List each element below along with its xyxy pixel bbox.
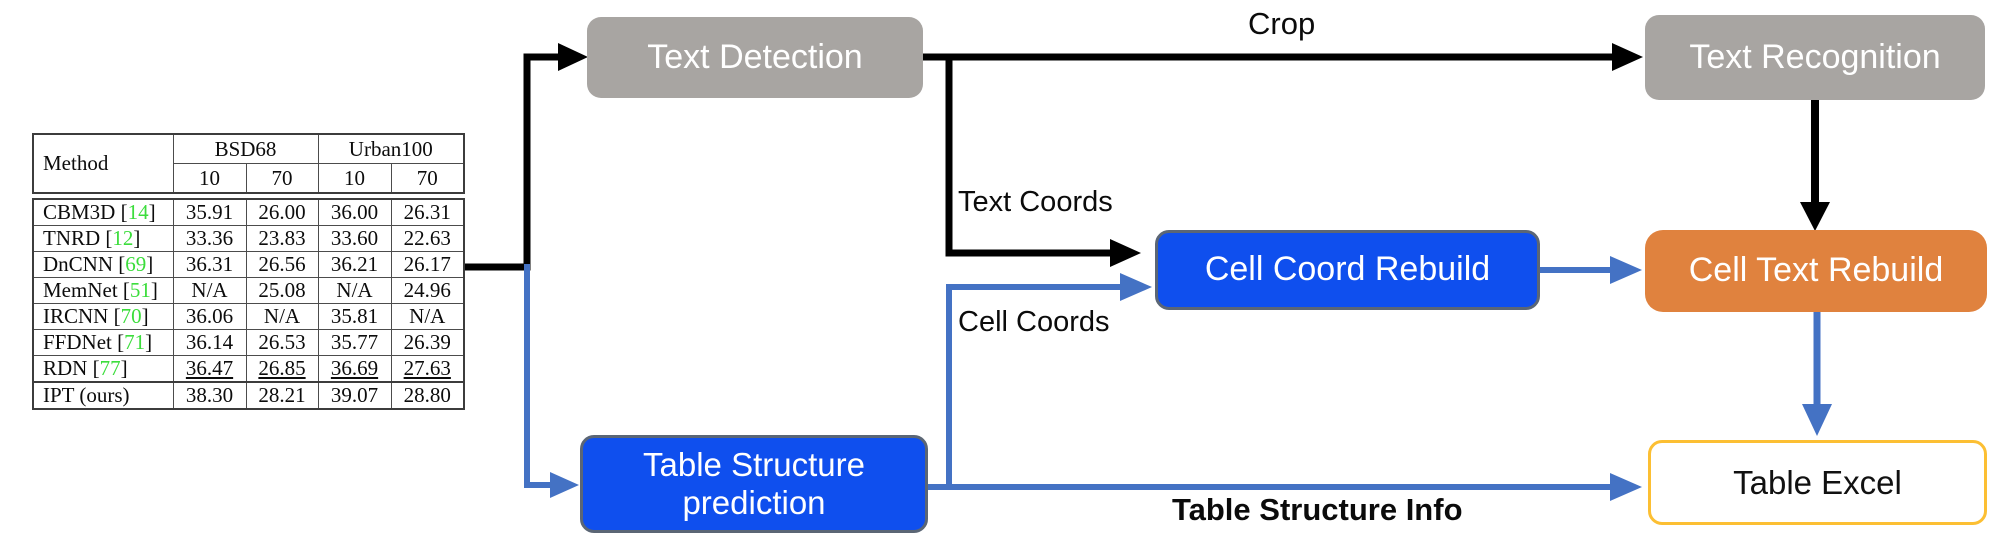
col-subheader: 70 (245, 163, 319, 194)
text-coords-edge-label: Text Coords (958, 186, 1113, 218)
text-detection-node: Text Detection (587, 17, 923, 98)
table-row: FFDNet [71] 36.14 26.53 35.77 26.39 (32, 329, 465, 356)
cell-coord-rebuild-node: Cell Coord Rebuild (1155, 230, 1540, 310)
input-table-body: CBM3D [14] 35.91 26.00 36.00 26.31 TNRD … (32, 198, 465, 410)
cell-text-rebuild-node: Cell Text Rebuild (1645, 230, 1987, 312)
table-row: CBM3D [14] 35.91 26.00 36.00 26.31 (32, 198, 465, 226)
crop-edge-label: Crop (1248, 6, 1316, 41)
citation-number: 69 (125, 252, 147, 277)
table-excel-node: Table Excel (1648, 440, 1987, 525)
cell-coords-edge-label: Cell Coords (958, 306, 1110, 338)
input-table-image: Method BSD68 Urban100 10 70 10 70 CBM3D … (32, 133, 466, 410)
table-row: DnCNN [69] 36.31 26.56 36.21 26.17 (32, 251, 465, 278)
col-group-urban100: Urban100 (317, 133, 465, 164)
col-group-bsd68: BSD68 (172, 133, 319, 164)
citation-number: 14 (127, 200, 149, 224)
col-subheader: 70 (390, 163, 465, 194)
col-header-method: Method (32, 133, 174, 194)
table-row: MemNet [51] N/A 25.08 N/A 24.96 (32, 277, 465, 304)
table-row-ipt: IPT (ours) 38.30 28.21 39.07 28.80 (32, 381, 465, 410)
table-structure-prediction-node: Table Structure prediction (580, 435, 928, 533)
table-row: TNRD [12] 33.36 23.83 33.60 22.63 (32, 225, 465, 252)
col-subheader: 10 (172, 163, 247, 194)
citation-number: 51 (129, 278, 151, 303)
citation-number: 12 (112, 226, 134, 251)
table-row: IRCNN [70] 36.06 N/A 35.81 N/A (32, 303, 465, 330)
text-recognition-node: Text Recognition (1645, 15, 1985, 100)
citation-number: 77 (99, 356, 121, 380)
input-table-header: Method BSD68 Urban100 10 70 10 70 (32, 133, 466, 194)
col-subheader: 10 (317, 163, 392, 194)
citation-number: 70 (120, 304, 142, 329)
table-structure-info-edge-label: Table Structure Info (1172, 492, 1463, 527)
table-row: RDN [77] 36.47 26.85 36.69 27.63 (32, 355, 465, 383)
citation-number: 71 (124, 330, 146, 355)
